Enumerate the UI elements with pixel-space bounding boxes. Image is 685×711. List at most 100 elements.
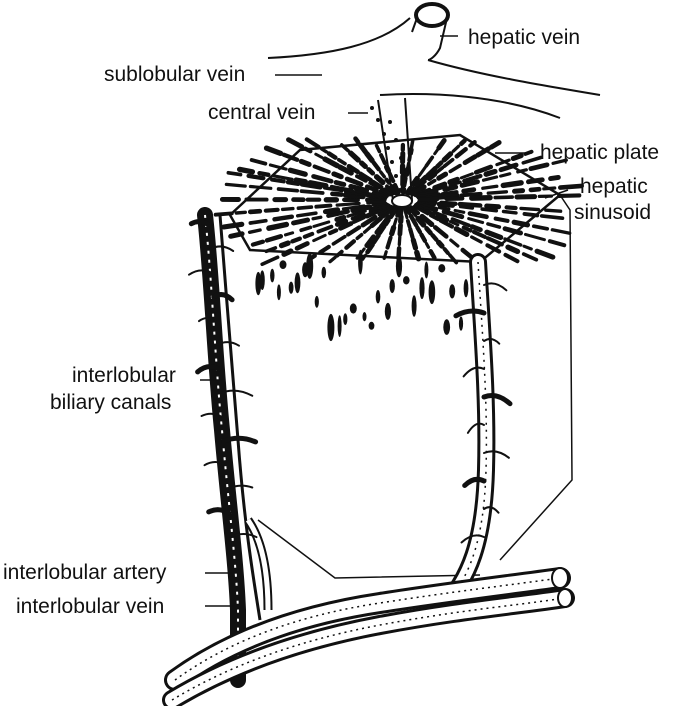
- cord-segment: [228, 173, 240, 175]
- cord-segment: [301, 227, 310, 230]
- cord-segment: [455, 211, 464, 213]
- cord-segment: [483, 186, 497, 188]
- label-central-vein: central vein: [208, 101, 315, 125]
- cord-segment: [310, 183, 326, 186]
- label-hepatic-sinusoid-line2: sinusoid: [574, 201, 651, 225]
- vessel-branch: [224, 438, 256, 442]
- label-interlobular-biliary-line2: biliary canals: [50, 391, 171, 415]
- cord-segment: [427, 228, 431, 233]
- cord-segment: [348, 227, 359, 234]
- cord-segment: [236, 212, 245, 213]
- cord-segment: [444, 154, 450, 160]
- cord-drop: [385, 303, 391, 320]
- cord-segment: [560, 186, 581, 188]
- cord-segment: [250, 230, 261, 232]
- cord-segment: [339, 160, 345, 164]
- cord-segment: [417, 227, 420, 232]
- cord-segment: [486, 172, 495, 175]
- cord-segment: [552, 230, 569, 234]
- cord-segment: [504, 212, 517, 213]
- cord-segment: [365, 227, 371, 232]
- cord-segment: [314, 222, 329, 227]
- cord-segment: [488, 224, 500, 227]
- cord-segment: [403, 189, 404, 192]
- cord-drop: [306, 253, 313, 279]
- cord-segment: [360, 145, 365, 152]
- label-hepatic-vein: hepatic vein: [468, 26, 580, 50]
- cord-segment: [337, 217, 344, 219]
- cord-segment: [387, 167, 389, 171]
- cord-segment: [409, 157, 410, 160]
- cord-segment: [347, 179, 361, 184]
- cord-segment: [408, 163, 409, 168]
- cord-segment: [507, 207, 516, 208]
- cord-drop: [459, 317, 463, 331]
- cord-drop: [289, 282, 294, 294]
- cord-drop: [270, 269, 274, 283]
- cord-segment: [462, 194, 481, 196]
- cord-segment: [439, 174, 446, 178]
- cord-drop: [358, 250, 363, 275]
- cord-segment: [316, 154, 322, 157]
- cord-segment: [289, 140, 302, 147]
- cord-segment: [450, 166, 460, 172]
- cord-segment: [445, 187, 456, 190]
- cord-segment: [450, 179, 457, 182]
- cord-segment: [330, 230, 336, 233]
- cord-segment: [356, 139, 359, 142]
- cord-segment: [269, 225, 287, 229]
- label-sublobular-vein: sublobular vein: [104, 63, 245, 87]
- cord-drop: [429, 280, 436, 304]
- cord-segment: [506, 255, 518, 261]
- cord-segment: [432, 235, 436, 240]
- cord-segment: [253, 242, 263, 245]
- cord-drop: [396, 256, 402, 277]
- cord-segment: [426, 244, 428, 248]
- cord-segment: [487, 206, 499, 207]
- cord-drop: [376, 290, 381, 303]
- cord-segment: [524, 246, 531, 249]
- cord-segment: [410, 150, 411, 154]
- cord-segment: [240, 169, 253, 171]
- cord-segment: [439, 242, 442, 246]
- cord-segment: [457, 149, 466, 156]
- cord-drop: [419, 277, 424, 299]
- cord-segment: [531, 189, 539, 190]
- cord-segment: [534, 226, 547, 229]
- cord-segment: [559, 195, 579, 196]
- cord-drop: [464, 279, 469, 297]
- cord-segment: [399, 237, 400, 245]
- cord-segment: [472, 227, 480, 230]
- cord-segment: [515, 191, 523, 192]
- cord-segment: [369, 170, 373, 174]
- cord-segment: [400, 225, 401, 234]
- cord-segment: [283, 209, 293, 210]
- cord-segment: [297, 244, 307, 249]
- cord-segment: [431, 251, 435, 258]
- cord-drop: [363, 312, 367, 321]
- cord-segment: [542, 216, 563, 218]
- cord-segment: [439, 140, 444, 148]
- cord-drop: [260, 270, 265, 290]
- cord-segment: [461, 207, 473, 208]
- cord-segment: [392, 228, 394, 234]
- cord-segment: [439, 207, 448, 209]
- cord-segment: [526, 234, 545, 239]
- cord-segment: [330, 258, 335, 262]
- cord-segment: [451, 240, 458, 246]
- cord-segment: [320, 247, 329, 252]
- cord-segment: [461, 141, 464, 144]
- cord-segment: [305, 234, 312, 237]
- label-interlobular-vein: interlobular vein: [16, 595, 164, 619]
- cord-drop: [350, 303, 357, 313]
- cord-segment: [523, 158, 541, 163]
- cord-segment: [377, 229, 380, 233]
- cord-drop: [277, 284, 281, 300]
- cord-segment: [298, 213, 316, 216]
- cord-segment: [465, 157, 475, 163]
- cord-segment: [296, 180, 305, 182]
- cord-segment: [381, 172, 385, 177]
- cord-segment: [501, 174, 510, 176]
- cord-segment: [472, 237, 481, 242]
- cord-segment: [482, 209, 496, 211]
